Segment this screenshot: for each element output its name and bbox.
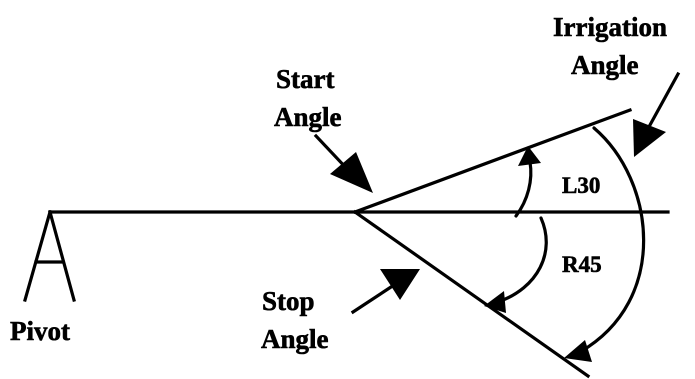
l30-angle-label: L30 [562, 173, 600, 198]
start-angle-pointer [313, 133, 373, 193]
start-angle-label-line2: Angle [274, 102, 342, 132]
r45-arc-arrow [484, 216, 548, 313]
r45-angle-label: R45 [562, 252, 602, 277]
pivot-tower [23, 210, 76, 302]
start-angle-label-line1: Start [276, 64, 334, 94]
pivot-label: Pivot [10, 316, 70, 346]
irrigation-angle-label-line2: Angle [571, 50, 639, 80]
stop-angle-label-line1: Stop [262, 286, 315, 316]
irrigation-arc-arrow [564, 126, 646, 362]
irrigation-angle-pointer [633, 71, 681, 157]
stop-angle-label-line2: Angle [261, 324, 329, 354]
start-angle-ray [352, 107, 633, 215]
irrigation-angle-label-line1: Irrigation [553, 12, 667, 42]
stop-angle-pointer [350, 269, 420, 315]
l30-arc-arrow [514, 146, 541, 218]
stop-angle-ray [352, 209, 591, 379]
